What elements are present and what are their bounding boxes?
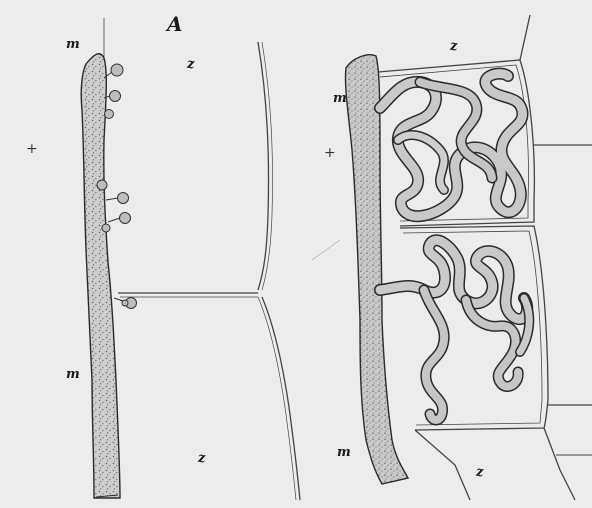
right-label-m-bottom: m bbox=[337, 446, 351, 459]
right-margin-mark: + bbox=[324, 146, 336, 160]
left-cell-walls bbox=[104, 18, 300, 500]
left-label-m-top: m bbox=[66, 38, 80, 51]
right-label-z-bottom: z bbox=[476, 466, 483, 479]
right-label-z-top: z bbox=[450, 40, 457, 53]
left-hypha bbox=[81, 54, 120, 498]
right-label-m-top: m bbox=[333, 92, 347, 105]
left-label-z-top: z bbox=[187, 58, 194, 71]
figure-label-a: A bbox=[167, 14, 183, 34]
lower-coiled-haustoria bbox=[380, 240, 529, 420]
upper-coiled-haustoria bbox=[380, 74, 523, 217]
right-hypha bbox=[345, 55, 408, 484]
left-label-z-bottom: z bbox=[198, 452, 205, 465]
left-margin-mark: + bbox=[26, 142, 38, 156]
left-label-m-bottom: m bbox=[66, 368, 80, 381]
